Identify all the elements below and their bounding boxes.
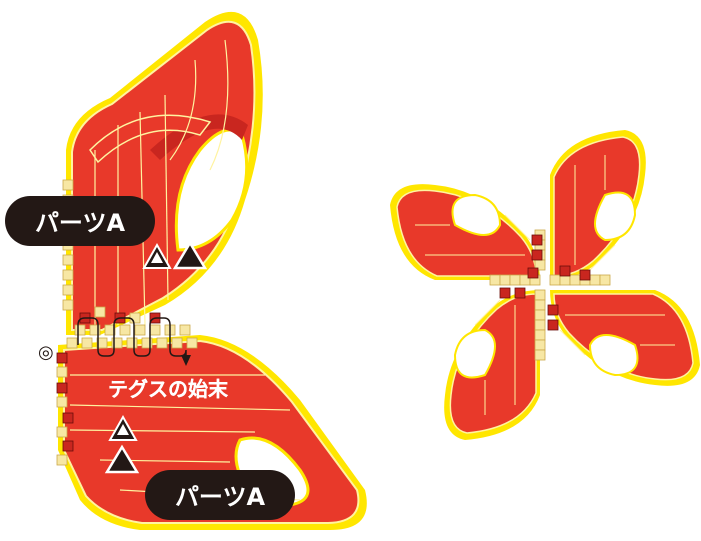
part-a-top xyxy=(62,11,263,335)
pill-parts-a-top-label: パーツA xyxy=(35,209,126,237)
pill-parts-a-bottom: パーツA xyxy=(145,470,295,520)
petal-lower-left xyxy=(444,290,540,440)
thread-path xyxy=(77,317,191,366)
triangle-solid-icon xyxy=(104,444,140,474)
triangle-outline-icon xyxy=(142,242,172,269)
triangle-solid-icon xyxy=(172,240,208,270)
petal-upper-right xyxy=(550,130,646,280)
double-circle-mark: ◎ xyxy=(38,342,54,363)
triangle-outline-icon xyxy=(108,414,138,441)
pill-parts-a-bottom-label: パーツA xyxy=(175,483,266,511)
petal-lower-right xyxy=(550,290,700,386)
arrow-down-icon xyxy=(181,355,191,366)
pinwheel-assembled xyxy=(390,130,700,440)
thread-ends-label: テグスの始末 xyxy=(108,377,229,401)
petal-upper-left xyxy=(390,184,540,280)
pill-parts-a-top: パーツA xyxy=(5,196,155,246)
